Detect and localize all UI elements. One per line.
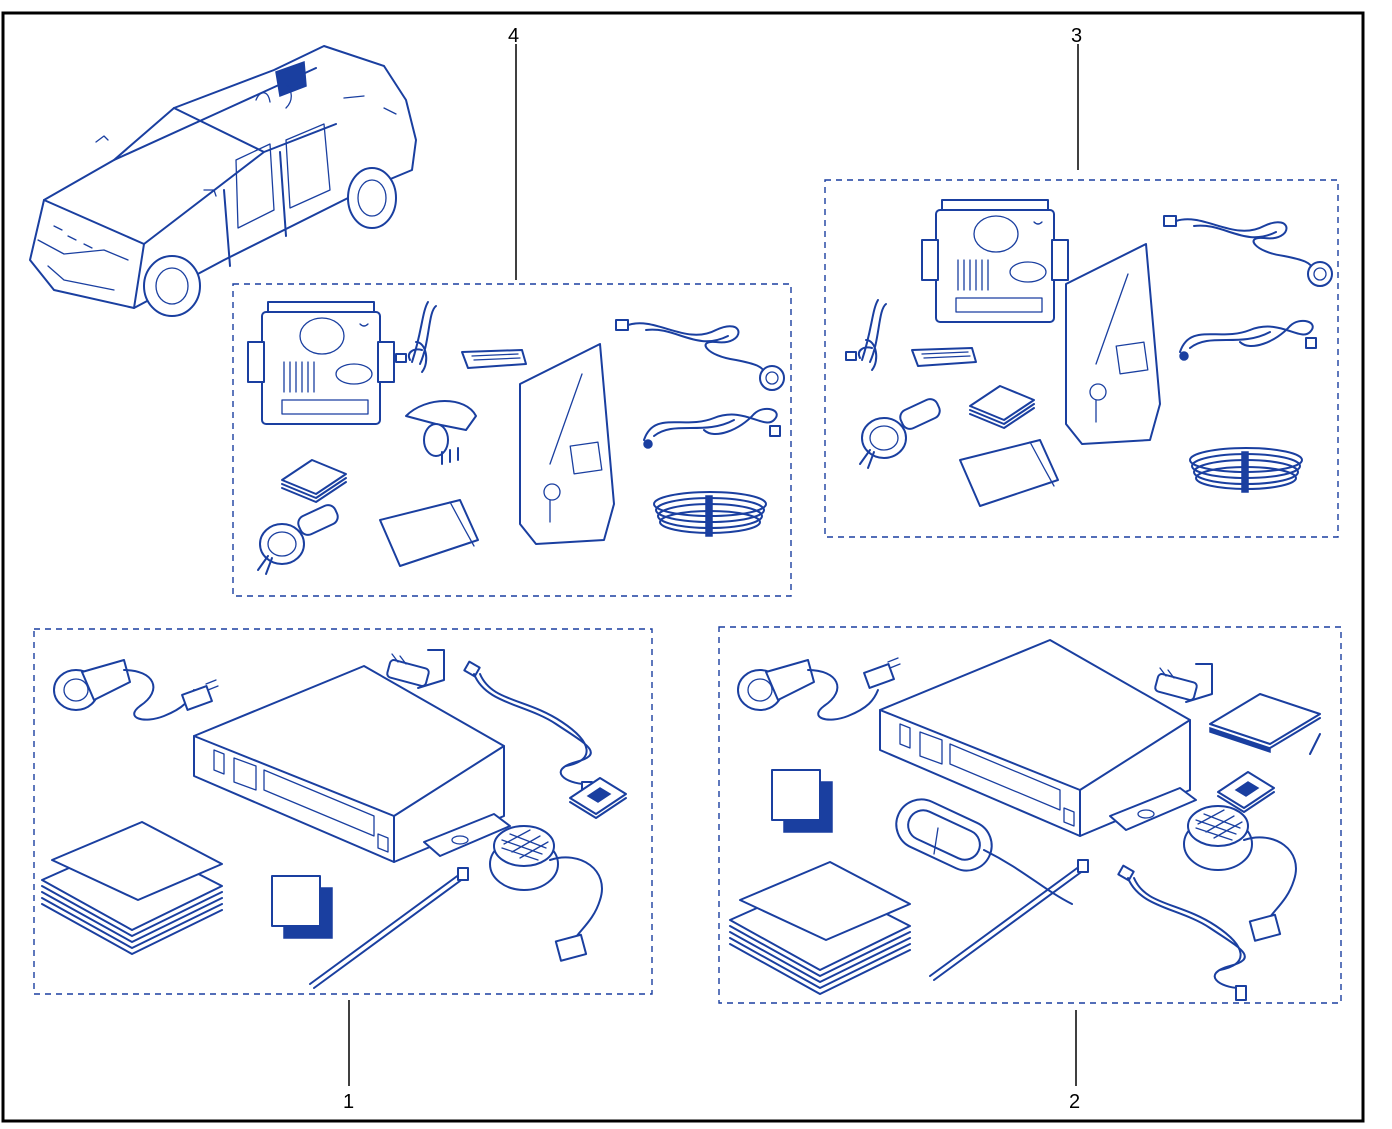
control-box-icon bbox=[193, 665, 511, 863]
cable-tie-icon bbox=[929, 859, 1089, 981]
sensor-icon bbox=[53, 659, 195, 721]
connector-icon bbox=[863, 657, 901, 689]
adhesive-pads-icon bbox=[281, 459, 347, 503]
coax-cable-icon bbox=[1117, 864, 1247, 1001]
cable-bundle-icon bbox=[1189, 447, 1303, 493]
outer-frame bbox=[1, 11, 1365, 1123]
adhesive-strip-icon bbox=[959, 439, 1059, 507]
sealant-bag-icon bbox=[519, 343, 615, 545]
car-illustration bbox=[29, 45, 417, 317]
manuals-icon bbox=[41, 821, 223, 955]
cable-with-ring-icon bbox=[1163, 215, 1333, 287]
adhesive-pad-icon bbox=[1209, 693, 1321, 755]
cable-with-ring-icon bbox=[615, 319, 785, 391]
cable-plug-icon bbox=[1179, 319, 1317, 361]
hole-saw-icon bbox=[257, 501, 342, 575]
callout-2: 2 bbox=[1069, 1091, 1081, 1113]
buzzer-icon bbox=[489, 825, 603, 962]
sealant-bag-icon bbox=[1065, 243, 1161, 445]
sticker-icon bbox=[271, 875, 333, 939]
bracket-connector-icon bbox=[1153, 663, 1213, 703]
sensor-mount-icon bbox=[405, 400, 477, 465]
connector-icon bbox=[181, 679, 219, 711]
callout-1: 1 bbox=[343, 1091, 355, 1113]
kit-1 bbox=[33, 628, 653, 995]
kit-4 bbox=[232, 283, 792, 597]
kit-3 bbox=[824, 179, 1339, 538]
cable-plug-icon bbox=[643, 407, 781, 449]
control-unit-icon bbox=[921, 199, 1069, 323]
hole-saw-icon bbox=[859, 395, 944, 469]
callout-3: 3 bbox=[1071, 25, 1083, 47]
sensor-icon bbox=[737, 659, 879, 721]
bracket-connector-icon bbox=[385, 649, 445, 689]
adhesive-strip-icon bbox=[379, 499, 479, 567]
adhesive-pads-icon bbox=[969, 385, 1035, 429]
kit-2 bbox=[718, 626, 1342, 1004]
sticker-icon bbox=[771, 769, 833, 833]
buzzer-icon bbox=[1183, 805, 1297, 942]
manuals-icon bbox=[729, 861, 911, 995]
control-unit-icon bbox=[247, 301, 395, 425]
cable-tie-icon bbox=[309, 867, 469, 989]
antenna-cable-icon bbox=[395, 301, 527, 373]
cable-bundle-icon bbox=[653, 491, 767, 537]
callout-4: 4 bbox=[508, 25, 520, 47]
